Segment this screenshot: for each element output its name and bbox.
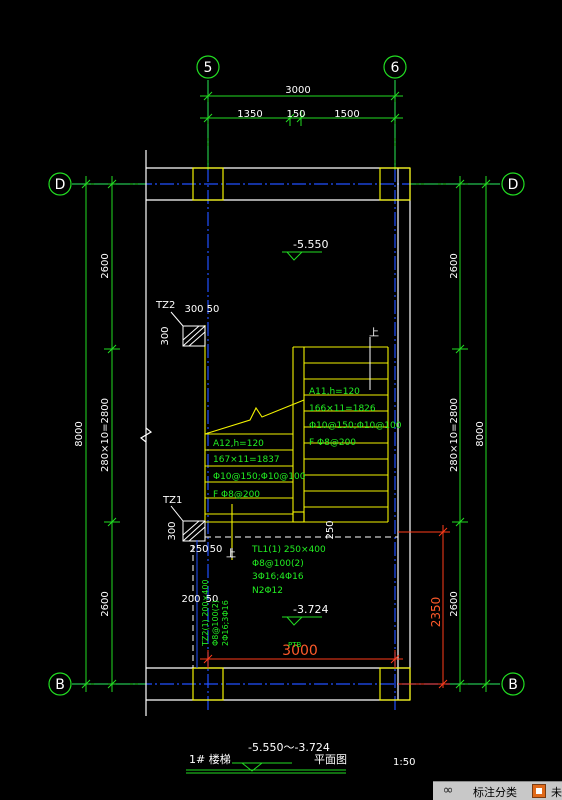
dim-left-total: 8000 <box>74 421 85 446</box>
dim-top-total: 3000 <box>285 85 310 96</box>
dim-left-upper: 2600 <box>100 253 111 278</box>
title-scale: 1:50 <box>393 757 415 768</box>
elevation-bottom: -3.724 <box>293 603 328 616</box>
svg-text:A11,h=120: A11,h=120 <box>309 387 360 397</box>
tz1-label: TZ1 <box>162 495 182 506</box>
dim-right-upper: 2600 <box>449 253 460 278</box>
svg-text:Φ8@100(2): Φ8@100(2) <box>211 600 220 646</box>
dim-top-left: 1350 <box>237 109 262 120</box>
tz1-dim-h: 300 <box>167 521 178 540</box>
axis-label-d-right: D <box>508 177 519 193</box>
dim-top-mid: 150 <box>286 109 305 120</box>
axis-label-d-left: D <box>55 177 66 193</box>
tz2-dim-h: 300 <box>160 326 171 345</box>
dim-right-lower: 2600 <box>449 591 460 616</box>
svg-text:3Φ16;4Φ16: 3Φ16;4Φ16 <box>252 572 304 582</box>
svg-text:2Φ16;3Φ16: 2Φ16;3Φ16 <box>221 600 230 646</box>
svg-text:167×11=1837: 167×11=1837 <box>213 455 280 465</box>
dim-col-50: 50 <box>206 594 219 605</box>
svg-text:F Φ8@200: F Φ8@200 <box>309 438 356 448</box>
title-plan: 平面图 <box>314 753 347 766</box>
axis-label-6: 6 <box>391 60 400 76</box>
tz2-column <box>170 311 206 347</box>
tz1-dim-50: 50 <box>210 544 223 555</box>
svg-text:N2Φ12: N2Φ12 <box>252 586 283 596</box>
red-dim-width: 3000 <box>282 643 318 659</box>
dim-col-200: 200 <box>181 594 200 605</box>
svg-text:166×11=1826: 166×11=1826 <box>309 404 376 414</box>
stair <box>204 325 389 560</box>
dim-left-mid: 280×10=2800 <box>100 398 111 472</box>
beam-tz2-notes: TZ2(1) 200×400 Φ8@100(2) 2Φ16;3Φ16 <box>201 579 230 647</box>
axis-label-b-left: B <box>55 677 65 693</box>
svg-text:A12,h=120: A12,h=120 <box>213 439 264 449</box>
dim-top-right: 1500 <box>334 109 359 120</box>
axis-bubble-b-left <box>48 672 72 696</box>
axis-bubble-5 <box>196 55 220 79</box>
axis-bubble-d-right <box>501 172 525 196</box>
layer-color-icon[interactable] <box>532 784 546 798</box>
notes-left: A12,h=120 167×11=1837 Φ10@150;Φ10@100 F … <box>213 439 306 500</box>
tz2-dim-300: 300 <box>184 304 203 315</box>
tz2-dim-50: 50 <box>207 304 220 315</box>
svg-text:Φ8@100(2): Φ8@100(2) <box>252 559 304 569</box>
tz2-label: TZ2 <box>155 300 175 311</box>
axis-label-b-right: B <box>508 677 518 693</box>
svg-text:TZ2(1) 200×400: TZ2(1) 200×400 <box>201 579 210 647</box>
dim-right-total: 8000 <box>475 421 486 446</box>
red-dimension <box>200 525 450 689</box>
notes-right: A11,h=120 166×11=1826 Φ10@150;Φ10@100 F … <box>309 387 402 448</box>
tz1-dim-250: 250 <box>189 544 208 555</box>
up-arrow-bottom: 上 <box>226 548 236 560</box>
walls <box>139 150 411 716</box>
dim-gap-250: 250 <box>325 520 336 539</box>
svg-text:F Φ8@200: F Φ8@200 <box>213 490 260 500</box>
up-arrow-top: 上 <box>369 327 379 339</box>
red-dim-height: 2350 <box>429 597 443 628</box>
beam-tl1-notes: TL1(1) 250×400 Φ8@100(2) 3Φ16;4Φ16 N2Φ12 <box>251 545 326 596</box>
dim-right-mid: 280×10=2800 <box>449 398 460 472</box>
pto-label: PTB <box>288 641 301 649</box>
tz1-column <box>170 505 206 542</box>
axis-label-5: 5 <box>204 60 213 76</box>
infinity-icon[interactable]: ∞ <box>442 783 454 798</box>
axis-bubble-d-left <box>48 172 72 196</box>
svg-text:Φ10@150;Φ10@100: Φ10@150;Φ10@100 <box>213 472 306 482</box>
status-bar: ∞ 标注分类 未 <box>433 781 562 800</box>
annotation-category-button[interactable]: 标注分类 <box>473 786 517 799</box>
title-range: -5.550～-3.724 <box>248 741 330 754</box>
title-name: 1# 楼梯 <box>189 752 231 766</box>
axis-bubble-6 <box>383 55 407 79</box>
axis-bubble-b-right <box>501 672 525 696</box>
svg-text:Φ10@150;Φ10@100: Φ10@150;Φ10@100 <box>309 421 402 431</box>
svg-text:TL1(1) 250×400: TL1(1) 250×400 <box>251 545 326 555</box>
dim-left-lower: 2600 <box>100 591 111 616</box>
status-more-label[interactable]: 未 <box>551 786 562 799</box>
elevation-top: -5.550 <box>293 238 328 251</box>
